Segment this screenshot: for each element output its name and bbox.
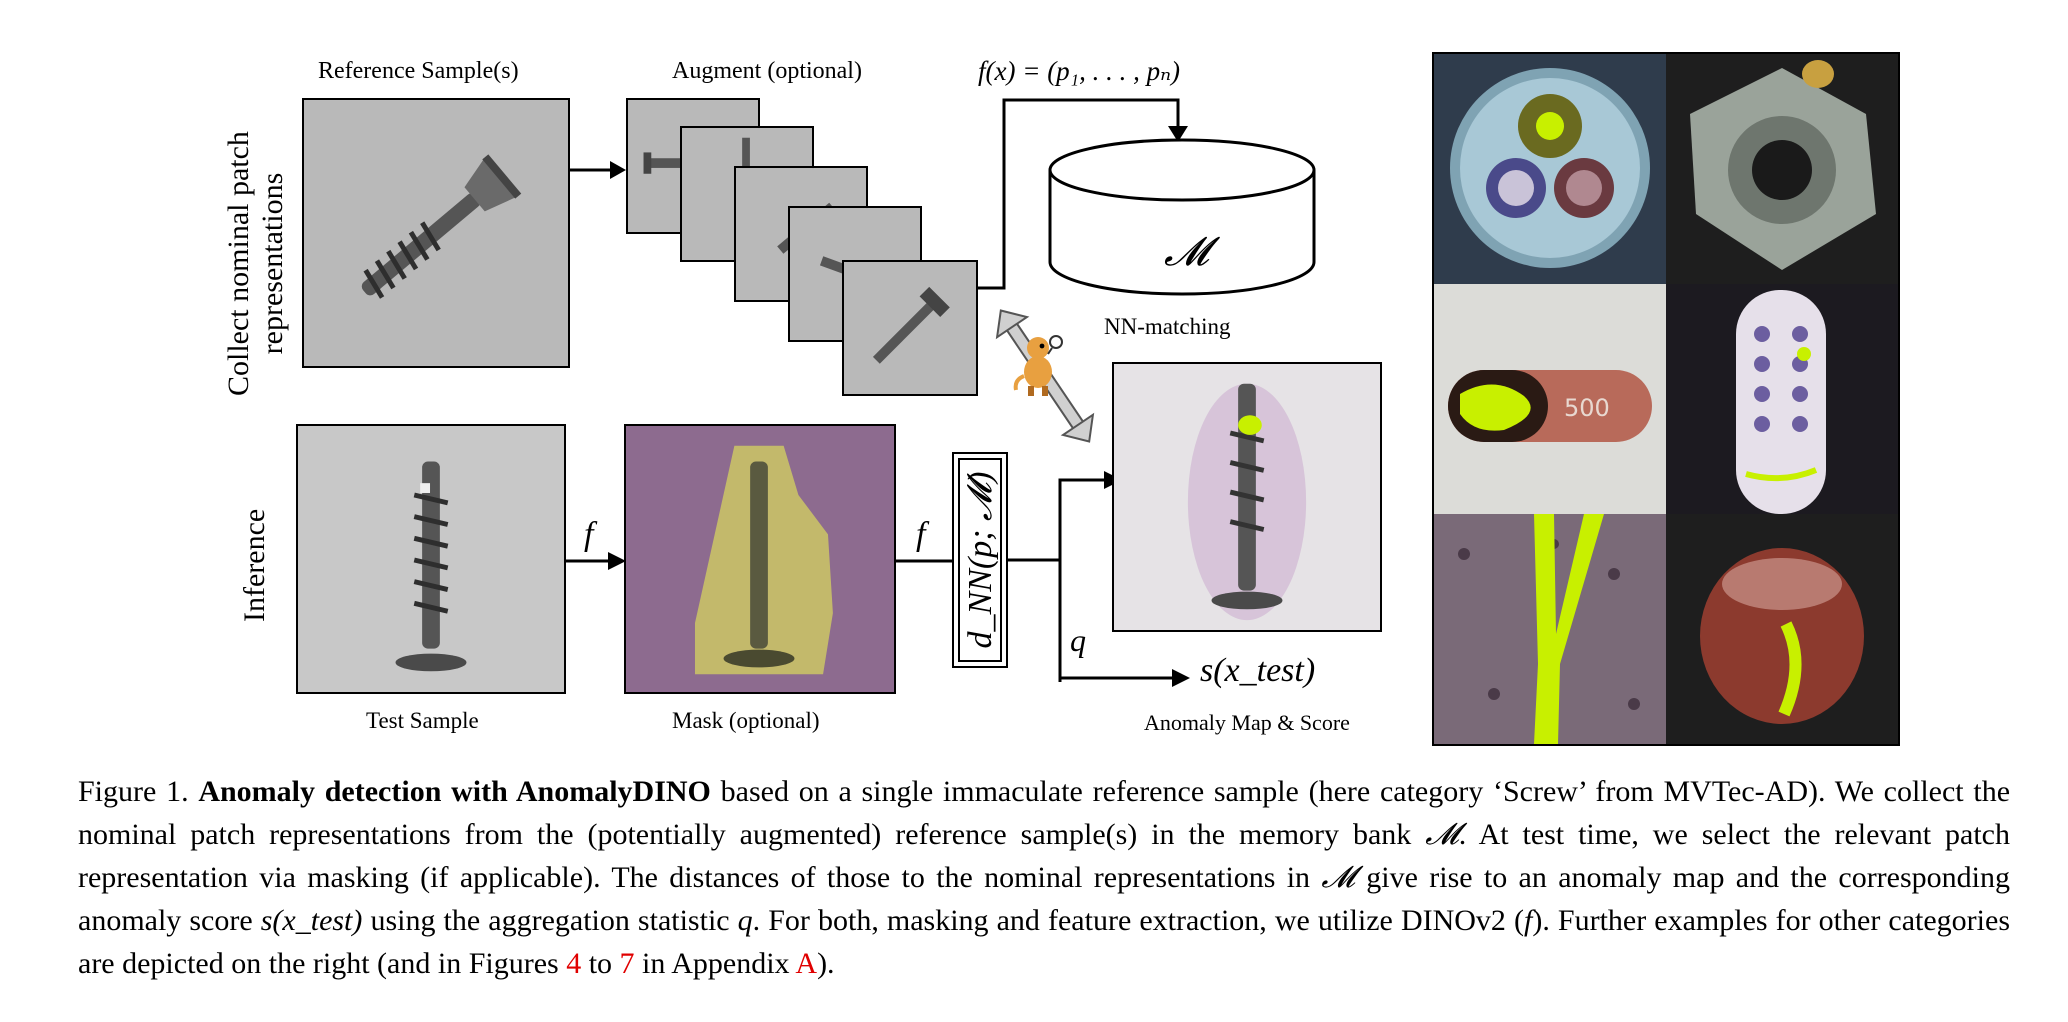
screw-reference-image bbox=[304, 100, 568, 366]
connector-distance-to-outputs bbox=[1008, 471, 1190, 687]
augment-label: Augment (optional) bbox=[672, 58, 862, 84]
feature-formula: f(x) = (p₁, . . . , pₙ) bbox=[978, 56, 1180, 86]
caption-text-4: using the aggregation statistic bbox=[362, 904, 738, 937]
figure-number: Figure 1. bbox=[78, 775, 189, 808]
caption-text-6: ). Further examples for other categories… bbox=[78, 904, 2010, 980]
caption-text-5: . For both, masking and feature extracti… bbox=[752, 904, 1524, 937]
q-symbol: q bbox=[1070, 622, 1086, 658]
collect-row-label: Collect nominal patch representations bbox=[222, 131, 290, 396]
caption-text-3: give rise to an anomaly map and the corr… bbox=[78, 861, 2011, 937]
inference-row-label: Inference bbox=[238, 509, 272, 622]
example-hazelnut bbox=[1666, 514, 1898, 744]
arrow-reference-to-augment bbox=[570, 161, 626, 179]
dino-mascot-icon bbox=[1013, 335, 1063, 396]
anomaly-map-image bbox=[1112, 362, 1382, 632]
figure-caption: Figure 1. Anomaly detection with Anomaly… bbox=[78, 770, 2010, 985]
augment-image-5 bbox=[842, 260, 978, 396]
distance-formula: d_NN(p; 𝓜) bbox=[962, 471, 999, 649]
caption-memory-symbol-2: 𝓜 bbox=[1321, 861, 1355, 894]
connector-augment-to-memory bbox=[978, 98, 1188, 290]
example-carpet bbox=[1434, 514, 1666, 744]
f-symbol-1: f bbox=[584, 516, 594, 553]
figure-ref-4-link[interactable]: 4 bbox=[566, 947, 582, 980]
score-symbol: s(x_test) bbox=[1200, 652, 1316, 689]
example-metal-nut bbox=[1666, 54, 1898, 284]
test-sample-image bbox=[296, 424, 566, 694]
figure-ref-7-link[interactable]: 7 bbox=[619, 947, 635, 980]
collect-row-label-line1: Collect nominal patch bbox=[222, 131, 255, 396]
caption-score-symbol: s(x_test) bbox=[260, 904, 363, 937]
example-toothbrush bbox=[1666, 284, 1898, 514]
caption-text-2: . At test time, we select the relevant p… bbox=[78, 818, 2010, 894]
mask-image bbox=[624, 424, 896, 694]
memory-bank-cylinder bbox=[1048, 138, 1316, 296]
anomaly-label: Anomaly Map & Score bbox=[1144, 710, 1350, 735]
caption-text-9: ). bbox=[817, 947, 835, 980]
line-mask-to-distance bbox=[896, 559, 954, 563]
example-capsule: 500 bbox=[1434, 284, 1666, 514]
nn-matching-label: NN-matching bbox=[1104, 314, 1231, 339]
test-sample-label: Test Sample bbox=[366, 708, 479, 733]
collect-row-label-line2: representations bbox=[256, 172, 289, 355]
caption-title: Anomaly detection with AnomalyDINO bbox=[198, 775, 711, 808]
mask-label: Mask (optional) bbox=[672, 708, 820, 733]
example-cable bbox=[1434, 54, 1666, 284]
f-symbol-2: f bbox=[916, 516, 926, 553]
caption-text-8: in Appendix bbox=[634, 947, 796, 980]
caption-memory-symbol-1: 𝓜 bbox=[1425, 818, 1459, 851]
svg-text:500: 500 bbox=[1564, 394, 1610, 422]
examples-grid: 500 bbox=[1432, 52, 1900, 746]
appendix-ref-a-link[interactable]: A bbox=[795, 947, 818, 980]
reference-label: Reference Sample(s) bbox=[318, 58, 519, 84]
memory-bank-symbol: 𝓜 bbox=[1164, 229, 1209, 274]
inference-row-label-text: Inference bbox=[238, 508, 271, 622]
distance-box: d_NN(p; 𝓜) bbox=[952, 452, 1008, 668]
reference-image bbox=[302, 98, 570, 368]
arrow-test-to-mask bbox=[566, 552, 626, 570]
caption-f-symbol: f bbox=[1523, 904, 1533, 937]
caption-q-symbol: q bbox=[737, 904, 753, 937]
caption-text-1: based on a single immaculate reference s… bbox=[78, 775, 2011, 851]
caption-text-7: to bbox=[581, 947, 620, 980]
